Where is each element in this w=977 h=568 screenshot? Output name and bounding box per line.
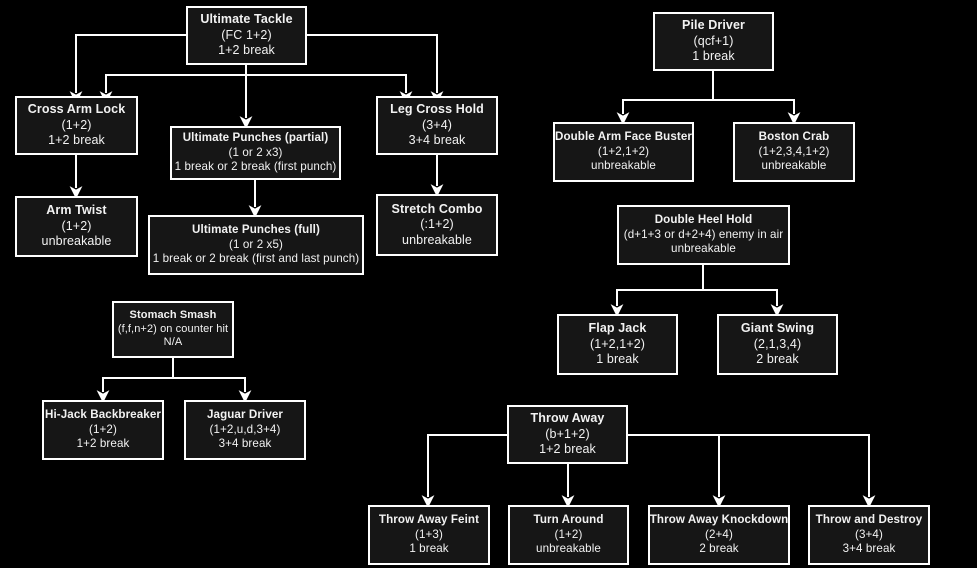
node-break: 3+4 break bbox=[218, 437, 272, 451]
node-title: Ultimate Punches (partial) bbox=[182, 131, 329, 145]
node-input: (1+2,u,d,3+4) bbox=[209, 422, 281, 436]
node-break: unbreakable bbox=[671, 242, 736, 256]
node-input: (1 or 2 x3) bbox=[228, 145, 283, 159]
node-title: Throw Away Feint bbox=[378, 513, 480, 527]
node-hi-jack-backbreaker[interactable]: Hi-Jack Backbreaker (1+2) 1+2 break bbox=[42, 400, 164, 460]
node-throw-away[interactable]: Throw Away (b+1+2) 1+2 break bbox=[507, 405, 628, 464]
node-break: 3+4 break bbox=[408, 133, 466, 148]
node-throw-away-feint[interactable]: Throw Away Feint (1+3) 1 break bbox=[368, 505, 490, 565]
node-break: 1+2 break bbox=[48, 133, 105, 148]
node-double-heel-hold[interactable]: Double Heel Hold (d+1+3 or d+2+4) enemy … bbox=[617, 205, 790, 265]
node-input: (1+2,1+2) bbox=[589, 336, 646, 351]
node-title: Cross Arm Lock bbox=[27, 102, 126, 117]
node-double-arm-face-buster[interactable]: Double Arm Face Buster (1+2,1+2) unbreak… bbox=[553, 122, 694, 182]
node-title: Jaguar Driver bbox=[206, 408, 284, 422]
node-input: (FC 1+2) bbox=[221, 27, 272, 42]
node-input: (f,f,n+2) on counter hit bbox=[117, 322, 229, 335]
node-input: (:1+2) bbox=[420, 217, 454, 232]
node-break: 1 break or 2 break (first and last punch… bbox=[152, 252, 360, 266]
node-input: (b+1+2) bbox=[545, 426, 590, 441]
node-title: Boston Crab bbox=[758, 130, 830, 144]
node-stretch-combo[interactable]: Stretch Combo (:1+2) unbreakable bbox=[376, 194, 498, 256]
node-title: Ultimate Tackle bbox=[200, 12, 293, 27]
node-stomach-smash[interactable]: Stomach Smash (f,f,n+2) on counter hit N… bbox=[112, 301, 234, 358]
node-pile-driver[interactable]: Pile Driver (qcf+1) 1 break bbox=[653, 12, 774, 71]
node-ultimate-punches-partial[interactable]: Ultimate Punches (partial) (1 or 2 x3) 1… bbox=[170, 126, 341, 180]
node-throw-away-knockdown[interactable]: Throw Away Knockdown (2+4) 2 break bbox=[648, 505, 790, 565]
node-input: (1+2,3,4,1+2) bbox=[758, 144, 830, 158]
node-input: (1 or 2 x5) bbox=[229, 237, 283, 251]
node-input: (1+2) bbox=[61, 218, 92, 233]
node-break: 3+4 break bbox=[842, 542, 896, 556]
node-input: (2+4) bbox=[705, 527, 733, 541]
node-giant-swing[interactable]: Giant Swing (2,1,3,4) 2 break bbox=[717, 314, 838, 375]
node-cross-arm-lock[interactable]: Cross Arm Lock (1+2) 1+2 break bbox=[15, 96, 138, 155]
node-input: (1+2) bbox=[89, 422, 117, 436]
node-ultimate-tackle[interactable]: Ultimate Tackle (FC 1+2) 1+2 break bbox=[186, 6, 307, 65]
node-title: Turn Around bbox=[533, 513, 604, 527]
node-input: (1+3) bbox=[415, 527, 443, 541]
node-title: Arm Twist bbox=[46, 203, 107, 218]
node-break: unbreakable bbox=[761, 159, 827, 173]
node-title: Flap Jack bbox=[588, 321, 647, 336]
node-title: Pile Driver bbox=[682, 18, 745, 33]
node-title: Stretch Combo bbox=[391, 201, 483, 216]
node-input: (2,1,3,4) bbox=[753, 336, 802, 351]
node-break: 1+2 break bbox=[539, 442, 596, 457]
node-title: Double Arm Face Buster bbox=[554, 130, 693, 144]
node-ultimate-punches-full[interactable]: Ultimate Punches (full) (1 or 2 x5) 1 br… bbox=[148, 215, 364, 275]
node-break: 1 break bbox=[692, 49, 735, 64]
node-break: N/A bbox=[163, 336, 183, 349]
node-break: 2 break bbox=[756, 352, 799, 367]
node-input: (3+4) bbox=[421, 117, 453, 132]
node-title: Leg Cross Hold bbox=[390, 102, 484, 117]
node-title: Hi-Jack Backbreaker bbox=[45, 408, 161, 422]
node-input: (3+4) bbox=[855, 527, 883, 541]
node-input: (1+2,1+2) bbox=[597, 144, 650, 158]
node-break: unbreakable bbox=[402, 232, 472, 247]
node-title: Double Heel Hold bbox=[654, 213, 753, 227]
node-boston-crab[interactable]: Boston Crab (1+2,3,4,1+2) unbreakable bbox=[733, 122, 855, 182]
node-title: Stomach Smash bbox=[129, 309, 217, 322]
node-arm-twist[interactable]: Arm Twist (1+2) unbreakable bbox=[15, 196, 138, 257]
node-break: unbreakable bbox=[536, 542, 601, 556]
node-title: Throw Away bbox=[530, 411, 605, 426]
node-break: unbreakable bbox=[591, 159, 656, 173]
node-title: Ultimate Punches (full) bbox=[192, 223, 320, 237]
node-break: 1 break bbox=[409, 542, 449, 556]
node-input: (1+2) bbox=[61, 117, 92, 132]
node-flap-jack[interactable]: Flap Jack (1+2,1+2) 1 break bbox=[557, 314, 678, 375]
node-input: (d+1+3 or d+2+4) enemy in air bbox=[623, 227, 784, 241]
node-break: unbreakable bbox=[41, 234, 112, 249]
node-break: 1+2 break bbox=[76, 437, 130, 451]
node-input: (1+2) bbox=[554, 527, 583, 541]
node-input: (qcf+1) bbox=[693, 33, 734, 48]
node-turn-around[interactable]: Turn Around (1+2) unbreakable bbox=[508, 505, 629, 565]
node-jaguar-driver[interactable]: Jaguar Driver (1+2,u,d,3+4) 3+4 break bbox=[184, 400, 306, 460]
node-throw-and-destroy[interactable]: Throw and Destroy (3+4) 3+4 break bbox=[808, 505, 930, 565]
node-break: 2 break bbox=[699, 542, 739, 556]
node-break: 1 break bbox=[596, 352, 639, 367]
node-break: 1+2 break bbox=[218, 43, 275, 58]
node-title: Giant Swing bbox=[740, 321, 815, 336]
node-title: Throw and Destroy bbox=[815, 513, 923, 527]
node-break: 1 break or 2 break (first punch) bbox=[174, 160, 337, 174]
node-title: Throw Away Knockdown bbox=[649, 513, 789, 527]
node-leg-cross-hold[interactable]: Leg Cross Hold (3+4) 3+4 break bbox=[376, 96, 498, 155]
